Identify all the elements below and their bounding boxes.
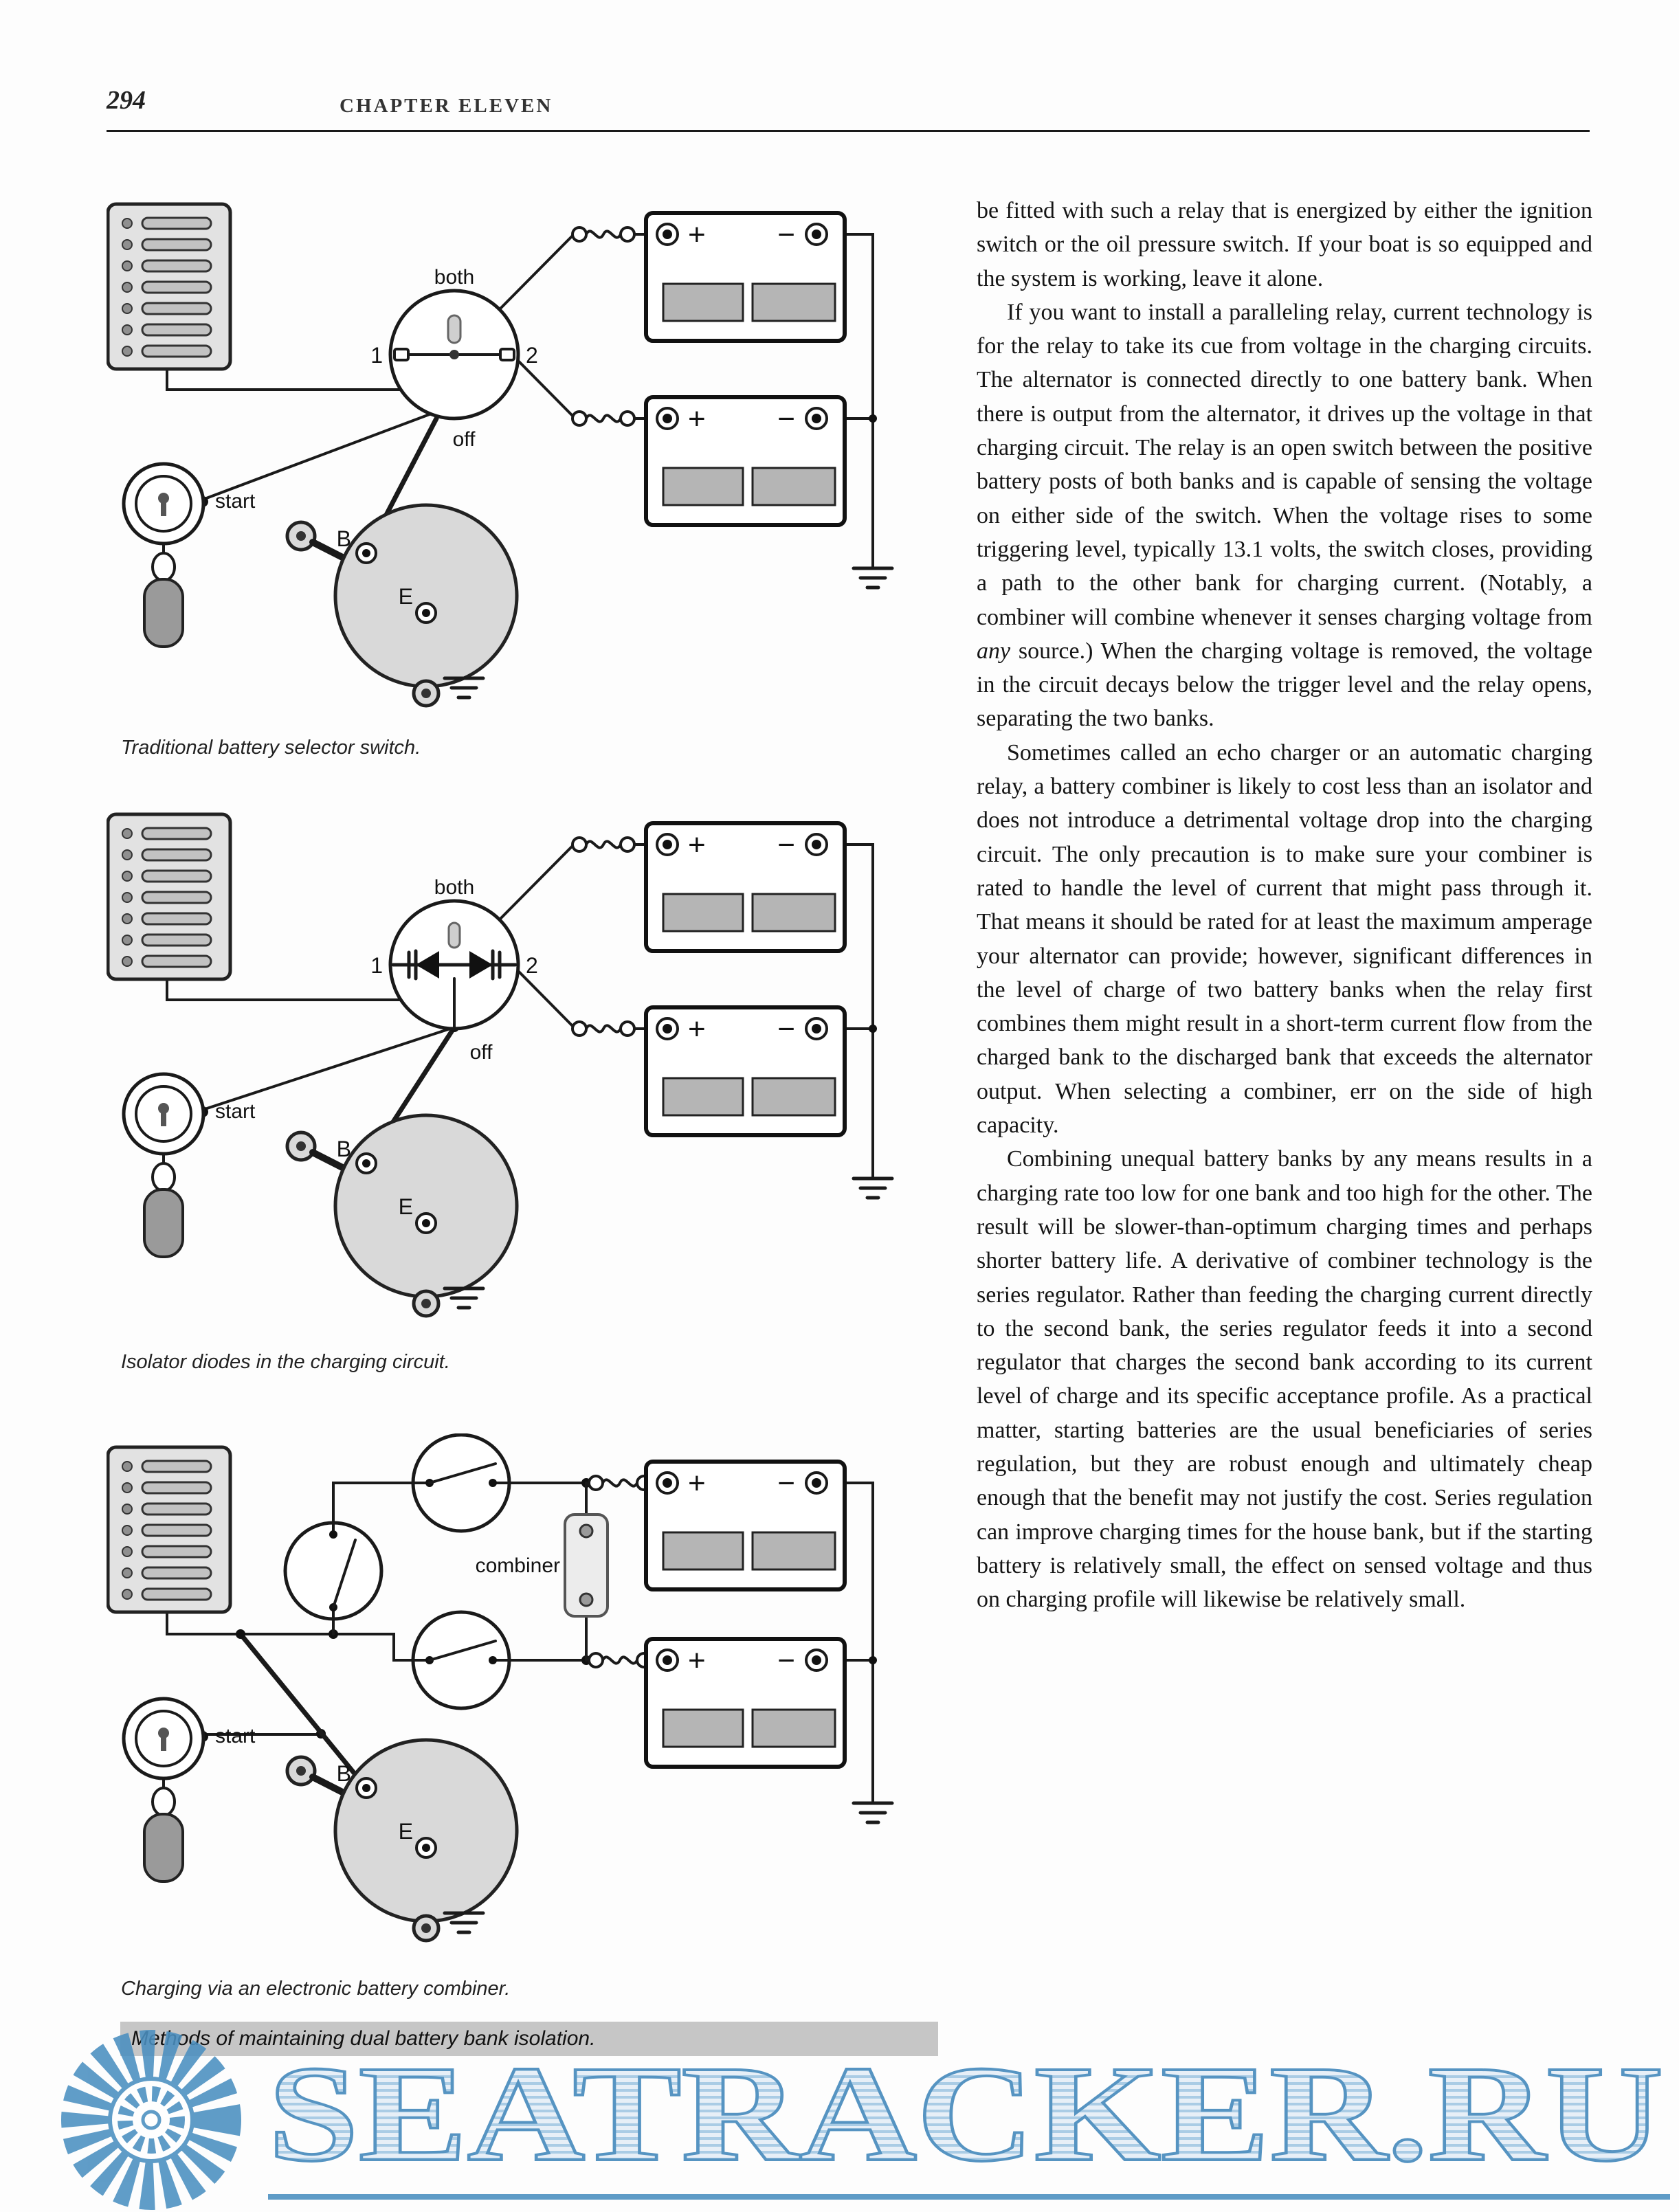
- switch-panel-icon: [108, 1447, 230, 1612]
- figure-caption: Isolator diodes in the charging circuit.: [121, 1351, 450, 1373]
- battery-positive-post-icon: [656, 1471, 679, 1495]
- text-run: source.) When the charging voltage is re…: [977, 638, 1592, 732]
- label-off: off: [453, 428, 476, 451]
- label-terminal-e: E: [399, 1819, 413, 1844]
- fuse-icon: [571, 226, 636, 243]
- switch-panel-icon: [108, 814, 230, 979]
- label-terminal-b: B: [337, 526, 351, 551]
- label-minus: −: [777, 218, 795, 252]
- battery-negative-post-icon: [805, 1471, 828, 1495]
- battery-negative-post-icon: [805, 833, 828, 856]
- battery-negative-post-icon: [805, 223, 828, 246]
- label-minus: −: [777, 828, 795, 862]
- fuse-icon: [588, 1652, 652, 1668]
- label-plus: +: [688, 1466, 706, 1500]
- label-combiner: combiner: [476, 1554, 560, 1577]
- label-terminal-e: E: [399, 1194, 413, 1219]
- fuse-icon: [571, 410, 636, 427]
- switch-panel-icon: [108, 204, 230, 369]
- ground-icon: [854, 568, 892, 588]
- watermark-underline: [268, 2194, 1670, 2200]
- text-run: be fitted with such a relay that is ener…: [977, 198, 1592, 291]
- fuse-icon: [588, 1475, 652, 1491]
- switch-knob-icon: [447, 314, 462, 344]
- battery-negative-post-icon: [805, 1649, 828, 1672]
- battery-positive-post-icon: [656, 223, 679, 246]
- battery-positive-post-icon: [656, 833, 679, 856]
- label-minus: −: [777, 1466, 795, 1500]
- article-text: be fitted with such a relay that is ener…: [977, 194, 1592, 1616]
- figure-isolator-diodes-diagram: both 1 2 off start B E + − + −: [107, 809, 911, 1355]
- watermark: SEATRACKER.RU: [61, 2030, 1670, 2210]
- label-terminal-b: B: [337, 1761, 351, 1786]
- emphasized-text: any: [977, 638, 1011, 664]
- figure-selector-switch-diagram: both 1 2 off start B E + − + −: [107, 199, 911, 742]
- ignition-key-switch-icon: [124, 464, 203, 647]
- battery-positive-post-icon: [656, 407, 679, 430]
- body-paragraph: Combining unequal battery banks by any m…: [977, 1142, 1592, 1616]
- label-start: start: [215, 490, 256, 513]
- text-run: Combining unequal battery banks by any m…: [977, 1146, 1592, 1613]
- label-off: off: [470, 1041, 493, 1064]
- label-minus: −: [777, 402, 795, 436]
- header-rule: [107, 130, 1590, 132]
- label-plus: +: [688, 218, 706, 252]
- combiner-box-icon: [564, 1513, 609, 1618]
- label-terminal-b: B: [337, 1137, 351, 1161]
- switch-knob-icon: [447, 921, 461, 949]
- text-run: Sometimes called an echo charger or an a…: [977, 739, 1592, 1139]
- label-plus: +: [688, 402, 706, 436]
- body-paragraph: Sometimes called an echo charger or an a…: [977, 736, 1592, 1143]
- label-minus: −: [777, 1012, 795, 1046]
- body-paragraph: If you want to install a paralleling rel…: [977, 295, 1592, 736]
- ignition-key-switch-icon: [124, 1699, 203, 1881]
- label-start: start: [215, 1100, 256, 1123]
- label-position-2: 2: [526, 343, 538, 368]
- chapter-header: CHAPTER ELEVEN: [340, 95, 553, 117]
- body-paragraph: be fitted with such a relay that is ener…: [977, 194, 1592, 295]
- label-plus: +: [688, 1644, 706, 1677]
- figure-battery-combiner-diagram: combiner start B E + − + −: [107, 1433, 911, 1976]
- figure-caption: Traditional battery selector switch.: [121, 737, 421, 759]
- gear-logo-icon: [61, 2030, 241, 2210]
- battery-negative-post-icon: [805, 1017, 828, 1040]
- label-minus: −: [777, 1644, 795, 1677]
- page-number: 294: [107, 86, 146, 115]
- diode-icon: [469, 951, 493, 979]
- label-position-1: 1: [370, 953, 383, 978]
- battery-positive-post-icon: [656, 1017, 679, 1040]
- diode-icon: [416, 951, 439, 979]
- label-both: both: [434, 266, 474, 289]
- text-run: If you want to install a paralleling rel…: [977, 299, 1592, 630]
- ignition-key-switch-icon: [124, 1074, 203, 1257]
- ground-icon: [854, 1803, 892, 1822]
- label-terminal-e: E: [399, 584, 413, 609]
- label-start: start: [215, 1725, 256, 1747]
- watermark-text: SEATRACKER.RU: [268, 2038, 1663, 2190]
- label-plus: +: [688, 1012, 706, 1046]
- figure-caption: Charging via an electronic battery combi…: [121, 1978, 511, 2000]
- label-plus: +: [688, 828, 706, 862]
- label-position-2: 2: [526, 953, 538, 978]
- fuse-icon: [571, 1020, 636, 1037]
- label-both: both: [434, 876, 474, 899]
- ground-icon: [854, 1178, 892, 1198]
- fuse-icon: [571, 836, 636, 853]
- battery-negative-post-icon: [805, 407, 828, 430]
- label-position-1: 1: [370, 343, 383, 368]
- figure-group-caption: Methods of maintaining dual battery bank…: [120, 2022, 938, 2056]
- battery-positive-post-icon: [656, 1649, 679, 1672]
